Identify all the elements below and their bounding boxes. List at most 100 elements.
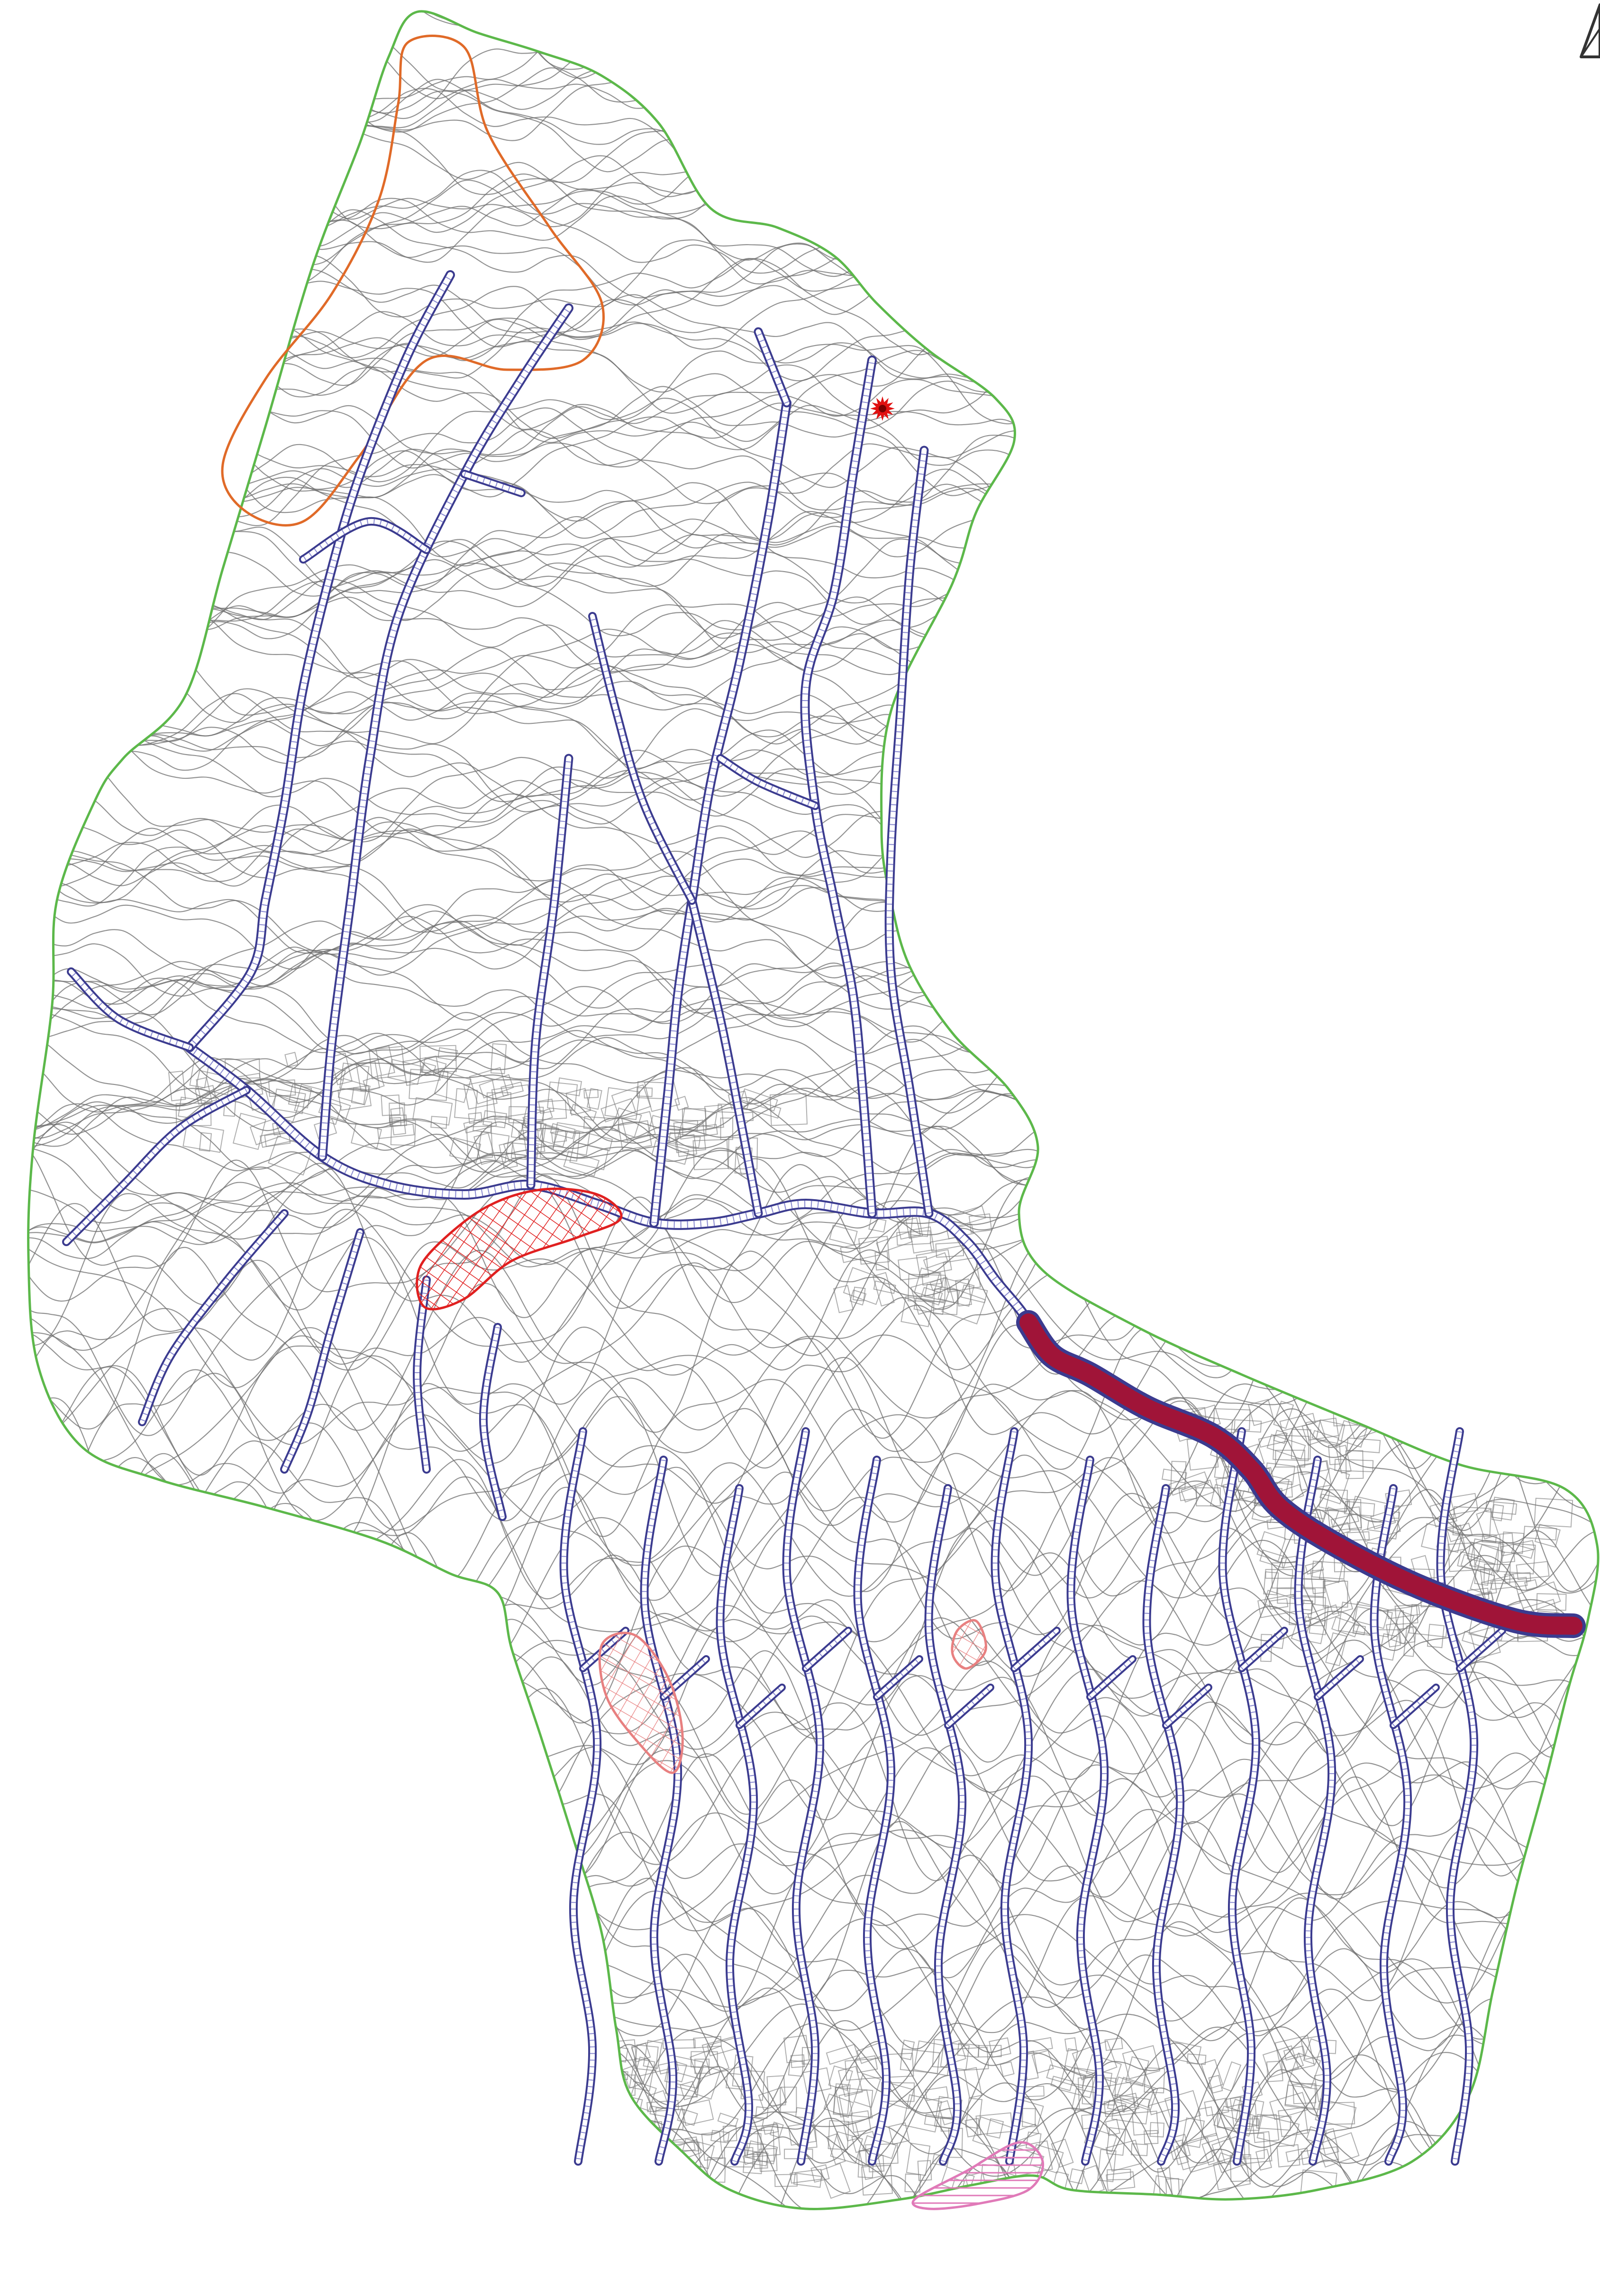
building-outline: [858, 1236, 890, 1265]
building-outline: [908, 1274, 946, 1303]
building-outline: [1176, 2137, 1215, 2170]
building-outline: [682, 1107, 718, 1128]
building-outline: [978, 2045, 1002, 2058]
contour-line: [28, 529, 1599, 638]
contour-line: [28, 74, 1599, 173]
building-outline: [861, 2165, 893, 2196]
contour-line: [28, 11, 1599, 79]
contour-line: [28, 1103, 1599, 1209]
building-outline: [1069, 2168, 1085, 2185]
building-outline: [182, 1123, 225, 1153]
building-outline: [618, 1120, 653, 1151]
building-outline: [412, 1097, 453, 1126]
building-outline: [965, 2097, 983, 2129]
building-outline: [1031, 2050, 1054, 2074]
building-outline: [377, 1123, 415, 1139]
building-outline: [468, 1112, 483, 1124]
building-outline: [704, 1104, 724, 1130]
building-outline: [569, 1141, 609, 1171]
building-outline: [508, 1106, 544, 1124]
building-outline: [603, 2146, 628, 2162]
building-outline: [1330, 1513, 1359, 1528]
building-outline: [900, 2048, 940, 2074]
building-outline: [694, 2059, 710, 2074]
building-outline: [843, 1267, 886, 1305]
building-outline: [556, 1077, 582, 1096]
building-outline: [1119, 2093, 1140, 2113]
building-outline: [694, 2065, 721, 2100]
tributary-ne-3-core: [886, 447, 932, 1216]
building-outline: [780, 2086, 797, 2113]
building-outline: [823, 2093, 855, 2118]
building-outline: [330, 1053, 353, 1085]
tributary-south-10-core: [1220, 1429, 1259, 2164]
contour-line: [28, 2066, 1599, 2209]
building-outline: [1168, 1471, 1209, 1496]
building-outline: [1307, 1604, 1340, 1626]
tributary-ne-2-core: [755, 329, 790, 406]
contour-line: [28, 136, 1599, 228]
building-outline: [677, 2108, 698, 2126]
municipal-boundary: [27, 10, 1600, 2210]
building-outline: [840, 1239, 881, 1263]
building-outline: [1256, 1531, 1286, 1562]
building-outline: [264, 1131, 291, 1148]
building-outline: [1344, 1501, 1375, 1517]
building-outline: [1279, 1412, 1316, 1431]
landslide-zone-central: [416, 1187, 623, 1311]
contour-line: [28, 11, 1599, 88]
contour-line: [28, 916, 1599, 1043]
building-outline: [1317, 2132, 1360, 2168]
building-outline: [853, 2073, 882, 2108]
building-outline: [437, 1047, 458, 1061]
contour-line: [28, 11, 1599, 103]
building-outline: [387, 1058, 423, 1085]
building-outline: [168, 1070, 186, 1102]
building-outline: [1518, 1581, 1561, 1614]
building-outline: [1213, 2158, 1251, 2191]
building-outline: [583, 1089, 599, 1099]
building-outline: [1081, 2165, 1105, 2195]
building-outline: [975, 2112, 1013, 2135]
building-outline: [1050, 2076, 1073, 2091]
tributary-south-8-core: [1068, 1458, 1107, 2164]
building-outline: [232, 1112, 266, 1150]
tributary-nw-1-ticks: [187, 273, 453, 1049]
contour-line: [28, 1097, 1599, 1189]
contour-line: [28, 1656, 1599, 1825]
building-outline: [769, 2122, 784, 2138]
building-outline: [849, 1289, 867, 1306]
contour-line: [28, 596, 1599, 704]
building-outline: [872, 1272, 895, 1307]
building-outline: [910, 1276, 955, 1315]
tributary-nw-branch-core: [301, 519, 429, 562]
contour-line: [28, 20, 1599, 128]
tributary-south-13-core: [1438, 1429, 1477, 2164]
contour-line: [28, 258, 1599, 361]
building-outline: [668, 1132, 701, 1148]
building-outline: [968, 1213, 992, 1233]
building-outline: [1283, 2045, 1306, 2061]
building-outline: [565, 1088, 591, 1116]
contour-line: [28, 817, 1599, 929]
tributary-south-9-core: [1144, 1486, 1183, 2164]
tributary-south-branch-13-core: [1458, 1629, 1504, 1670]
contour-line: [28, 581, 1599, 686]
contour-line: [28, 1322, 1599, 1476]
building-outline: [1273, 1434, 1310, 1461]
building-outline: [680, 2081, 698, 2101]
building-outline: [937, 2100, 955, 2126]
tributary-w-3-ticks: [140, 1212, 286, 1423]
contour-line: [28, 578, 1599, 672]
contour-line: [28, 333, 1599, 449]
contour-line: [28, 37, 1599, 164]
building-outline: [1315, 2098, 1357, 2129]
building-outline: [1107, 2168, 1131, 2181]
contour-line: [28, 729, 1599, 828]
tributary-n-3-ticks: [689, 900, 761, 1214]
building-outline: [1072, 2067, 1113, 2090]
building-outline: [788, 2059, 804, 2077]
building-outline: [1474, 1568, 1491, 1586]
building-outline: [774, 2174, 798, 2187]
